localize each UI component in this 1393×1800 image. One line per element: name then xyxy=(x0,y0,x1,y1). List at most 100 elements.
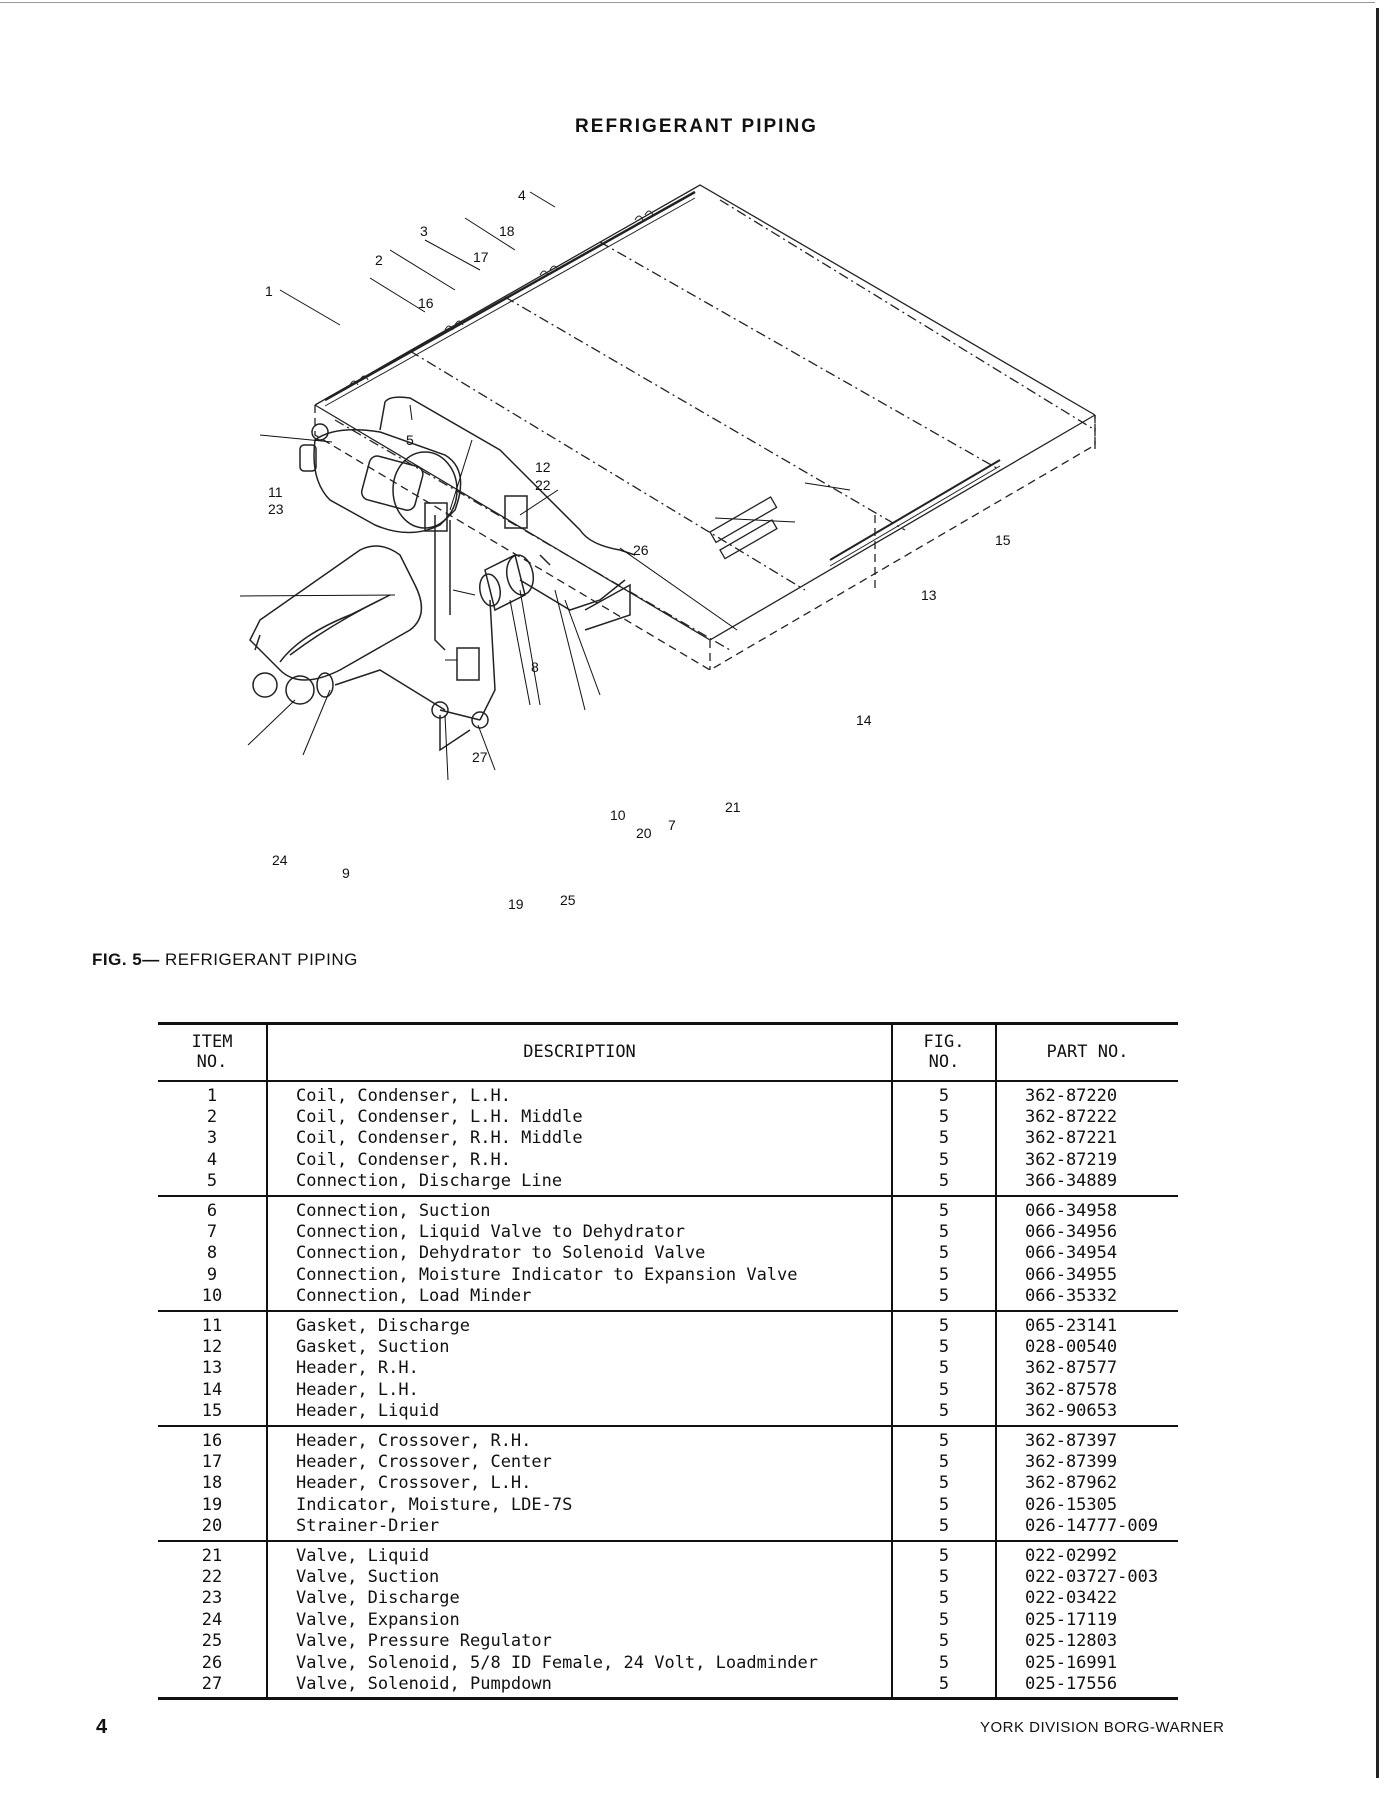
callout-18: 18 xyxy=(499,223,515,239)
fig-no-cell-line: 5 xyxy=(938,1631,950,1652)
item-no-cell-line: 15 xyxy=(201,1401,223,1422)
callout-21: 21 xyxy=(725,799,741,815)
item-no-cell-line: 10 xyxy=(201,1286,223,1307)
description-cell-line: Connection, Load Minder xyxy=(296,1286,532,1307)
fig-no-cell-line: 5 xyxy=(938,1106,950,1127)
parts-table-header: ITEM NO. DESCRIPTION FIG. NO. PART NO. xyxy=(158,1023,1178,1081)
callout-26: 26 xyxy=(633,542,649,558)
description-cell-line: Connection, Suction xyxy=(296,1200,491,1221)
item-no-cell-line: 14 xyxy=(201,1379,223,1400)
callout-25: 25 xyxy=(560,892,576,908)
fig-no-cell-line: 5 xyxy=(938,1264,950,1285)
fig-no-cell-line: 5 xyxy=(938,1085,950,1106)
part-no-cell-line: 022-02992 xyxy=(1025,1545,1118,1566)
callout-2: 2 xyxy=(375,252,383,268)
callout-7: 7 xyxy=(668,817,676,833)
fig-no-cell-line: 5 xyxy=(938,1149,950,1170)
fig-no-cell-line: 5 xyxy=(938,1452,950,1472)
callout-1: 1 xyxy=(265,283,273,299)
description-cell-line: Valve, Discharge xyxy=(296,1588,460,1609)
part-no-cell-line: 025-17119 xyxy=(1025,1609,1118,1630)
fig-no-cell-line: 5 xyxy=(938,1473,950,1494)
fig-no-cell-line: 5 xyxy=(938,1221,950,1242)
item-no-cell-line: 9 xyxy=(206,1264,218,1285)
fig-no-cell-line: 5 xyxy=(938,1494,950,1515)
fig-no-cell-line: 5 xyxy=(938,1315,950,1336)
part-no-cell-line: 026-14777-009 xyxy=(1025,1516,1159,1537)
condenser-outline xyxy=(314,184,1096,671)
part-no-cell-line: 366-34889 xyxy=(1025,1171,1118,1192)
part-no-cell-line: 066-35332 xyxy=(1025,1286,1118,1307)
item-no-cell-line: 6 xyxy=(206,1200,218,1221)
description-cell-line: Gasket, Discharge xyxy=(296,1315,470,1336)
description-cell-line: Valve, Suction xyxy=(296,1567,440,1588)
item-no-cell-line: 22 xyxy=(201,1567,223,1588)
item-no-cell-line: 16 xyxy=(201,1430,223,1451)
callout-8: 8 xyxy=(531,659,539,675)
item-no-cell-line: 21 xyxy=(201,1545,223,1566)
description-cell-line: Valve, Pressure Regulator xyxy=(296,1631,552,1652)
header-description: DESCRIPTION xyxy=(267,1023,893,1081)
page-right-edge xyxy=(1376,8,1379,1778)
fig-no-cell-line: 5 xyxy=(938,1652,950,1673)
callout-16: 16 xyxy=(418,295,434,311)
fig-no-cell-line: 5 xyxy=(938,1128,950,1149)
fig-no-cell-line: 5 xyxy=(938,1379,950,1400)
part-no-cell-line: 362-87222 xyxy=(1025,1106,1118,1127)
part-no-cell-line: 025-12803 xyxy=(1025,1631,1118,1652)
callout-13: 13 xyxy=(921,587,937,603)
part-no-cell-line: 022-03727-003 xyxy=(1025,1567,1159,1588)
part-no-cell-line: 065-23141 xyxy=(1025,1315,1118,1336)
callout-3: 3 xyxy=(420,223,428,239)
figure-caption: FIG. 5— REFRIGERANT PIPING xyxy=(92,950,358,970)
fig-no-cell-line: 5 xyxy=(938,1674,950,1695)
description-cell-line: Valve, Liquid xyxy=(296,1545,430,1566)
callout-15: 15 xyxy=(995,532,1011,548)
description-cell-line: Header, Liquid xyxy=(296,1401,440,1422)
part-no-cell-line: 066-34954 xyxy=(1025,1243,1118,1264)
part-no-cell-line: 026-15305 xyxy=(1025,1494,1118,1515)
fig-no-cell-line: 5 xyxy=(938,1286,950,1307)
fig-no-cell-line: 5 xyxy=(938,1567,950,1588)
description-cell-line: Strainer-Drier xyxy=(296,1516,440,1537)
part-no-cell-line: 022-03422 xyxy=(1025,1588,1118,1609)
part-no-cell-line: 066-34958 xyxy=(1025,1200,1118,1221)
description-cell-line: Connection, Dehydrator to Solenoid Valve xyxy=(296,1243,706,1264)
item-no-cell-line: 8 xyxy=(206,1243,218,1264)
description-cell-line: Header, Crossover, R.H. xyxy=(296,1430,532,1451)
callout-14: 14 xyxy=(856,712,872,728)
item-no-cell-line: 25 xyxy=(201,1631,223,1652)
fig-no-cell-line: 5 xyxy=(938,1171,950,1192)
description-cell-line: Coil, Condenser, L.H. Middle xyxy=(296,1106,583,1127)
item-no-cell-line: 23 xyxy=(201,1588,223,1609)
item-no-cell-line: 11 xyxy=(201,1315,223,1336)
description-cell: Header, Crossover, R.H.Header, Crossover… xyxy=(267,1425,893,1541)
figure-caption-text: REFRIGERANT PIPING xyxy=(164,950,358,969)
callout-5: 5 xyxy=(406,432,414,448)
callout-23: 23 xyxy=(268,501,284,517)
part-no-cell-line: 362-87577 xyxy=(1025,1358,1118,1379)
header-item-no: ITEM NO. xyxy=(158,1023,268,1081)
parts-table: ITEM NO. DESCRIPTION FIG. NO. PART NO. 1… xyxy=(158,1022,1178,1700)
fig-no-cell-line: 5 xyxy=(938,1358,950,1379)
callout-11: 11 xyxy=(268,484,283,500)
description-cell-line: Connection, Moisture Indicator to Expans… xyxy=(296,1264,798,1285)
leader-lines xyxy=(240,191,851,781)
callout-12: 12 xyxy=(535,459,551,475)
part-no-cell-line: 362-90653 xyxy=(1025,1401,1118,1422)
page-number: 4 xyxy=(96,1716,108,1738)
part-no-cell-line: 362-87219 xyxy=(1025,1149,1118,1170)
item-no-cell-line: 12 xyxy=(201,1336,223,1357)
fig-no-cell-line: 5 xyxy=(938,1401,950,1422)
description-cell-line: Header, R.H. xyxy=(296,1358,419,1379)
page-title: REFRIGERANT PIPING xyxy=(575,116,818,137)
